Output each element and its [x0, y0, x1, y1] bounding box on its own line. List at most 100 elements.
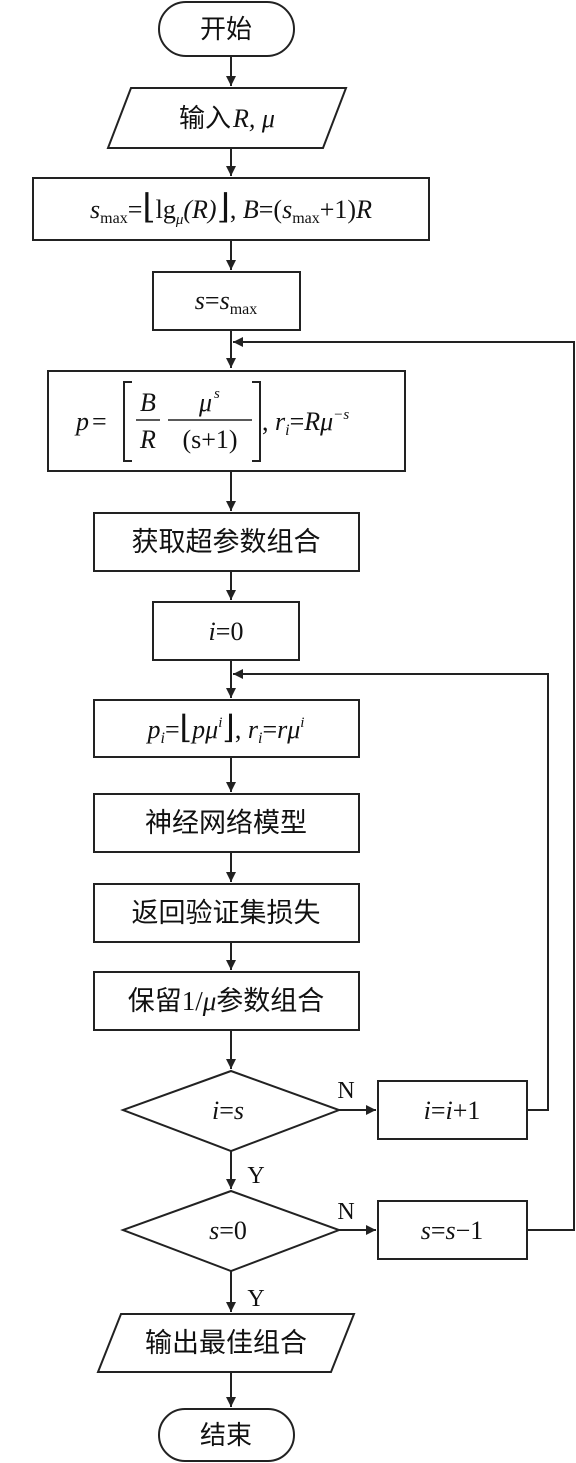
pi-p: p — [146, 715, 161, 744]
edge-label-no-s: N — [337, 1199, 354, 1225]
inc-i-i2: i — [446, 1096, 453, 1125]
start-label: 开始 — [200, 15, 252, 44]
nn-model-label: 神经网络模型 — [145, 808, 307, 838]
edge-label-yes-s: Y — [247, 1286, 264, 1312]
p-r: r — [275, 407, 286, 436]
edge-label-yes-i: Y — [247, 1163, 264, 1189]
set-i-label: i=0 — [209, 617, 244, 646]
pi-rmu: rμ — [277, 715, 300, 744]
pi-sub-i2: i — [258, 730, 262, 747]
p-mu2: μ — [319, 407, 333, 436]
edge-inc-loop — [233, 669, 549, 1111]
output-label: 输出最佳组合 — [145, 1328, 307, 1358]
pi-pmu: pμ — [190, 715, 218, 744]
inc-i-plus: +1 — [453, 1096, 481, 1125]
keep-prefix: 保留1/ — [128, 986, 203, 1016]
dec-s-minus: −1 — [456, 1216, 484, 1245]
inc-i-i: i — [424, 1096, 431, 1125]
input-vars: R, μ — [232, 104, 275, 133]
pi-sup-i2: i — [300, 715, 304, 731]
edge-label-no-i: N — [337, 1078, 354, 1104]
smax-argR: (R) — [183, 195, 216, 224]
smax-B: B — [243, 195, 259, 224]
p-floor-right — [252, 381, 261, 462]
smax-eq: = — [128, 195, 143, 224]
inc-i-label: i=i+1 — [424, 1096, 481, 1125]
smax-sub: max — [100, 210, 128, 227]
p-R2: R — [303, 407, 320, 436]
cond-s-s: s — [209, 1216, 219, 1245]
p-var: p — [74, 407, 89, 436]
smax-eq2: =( — [259, 195, 282, 224]
cond-i-label: i=s — [212, 1096, 244, 1125]
compute-pi-node: pi=⌊pμi⌋, ri=rμi — [93, 699, 360, 758]
smax-R: R — [355, 195, 372, 224]
p-ri-expr: , ri=Rμ−s — [262, 407, 349, 439]
smax-s: s — [90, 195, 100, 224]
smax-lg: lg — [156, 195, 176, 224]
cond-i-node: i=s — [120, 1069, 342, 1153]
input-prefix: 输入 — [179, 104, 231, 133]
smax-s2: s — [282, 195, 292, 224]
p-frac1-num: B — [140, 388, 156, 417]
pi-eq: = — [165, 715, 180, 744]
cond-s-label: s=0 — [209, 1216, 247, 1245]
set-i-node: i=0 — [152, 601, 300, 661]
dec-s-eq: = — [431, 1216, 446, 1245]
set-s-sub: max — [230, 301, 258, 318]
edges — [226, 56, 575, 1407]
smax-mu: μ — [175, 212, 184, 228]
start-node: 开始 — [158, 1, 295, 57]
get-combos-label: 获取超参数组合 — [132, 527, 321, 557]
smax-sub2: max — [292, 210, 320, 227]
smax-lbr: ⌊ — [142, 189, 155, 226]
p-frac1-den: R — [139, 425, 156, 454]
p-frac2-sup: s — [214, 386, 220, 402]
set-i-i: i — [209, 617, 216, 646]
input-label: 输入R, μ — [179, 104, 275, 133]
set-i-eq: =0 — [216, 617, 244, 646]
smax-node: smax=⌊lgμ(R)⌋, B=(smax+1)R — [32, 177, 430, 241]
pi-sep: , — [235, 715, 248, 744]
output-node: 输出最佳组合 — [96, 1313, 356, 1373]
p-eq2: = — [290, 407, 305, 436]
pi-label: pi=⌊pμi⌋, ri=rμi — [146, 709, 305, 747]
p-frac2-den: (s+1) — [182, 425, 237, 454]
pi-sup-i: i — [218, 715, 222, 731]
pi-rbr: ⌋ — [222, 709, 234, 745]
nn-model-node: 神经网络模型 — [93, 793, 360, 853]
p-sup-neg-s: −s — [333, 407, 349, 423]
set-s-label: s=smax — [195, 286, 257, 318]
p-frac2-mu: μ — [198, 388, 212, 417]
smax-rbr: ⌋ — [217, 189, 230, 226]
smax-sep: , — [230, 195, 243, 224]
p-eq: = — [92, 407, 107, 436]
cond-s-node: s=0 — [120, 1189, 342, 1273]
dec-s-node: s=s−1 — [377, 1200, 528, 1260]
dec-s-s2: s — [446, 1216, 456, 1245]
keep-label: 保留1/μ参数组合 — [128, 986, 325, 1016]
end-node: 结束 — [158, 1408, 295, 1462]
end-label: 结束 — [200, 1421, 252, 1450]
inc-i-node: i=i+1 — [377, 1080, 528, 1140]
pi-eq2: = — [262, 715, 277, 744]
set-s-s: s — [195, 286, 205, 315]
pi-lbr: ⌊ — [180, 709, 192, 745]
return-loss-node: 返回验证集损失 — [93, 883, 360, 943]
cond-s-eq: =0 — [219, 1216, 247, 1245]
compute-p-node: p = B R μ s (s+1) , ri=Rμ−s — [47, 370, 406, 472]
set-s-node: s=smax — [152, 271, 301, 331]
p-floor-left — [123, 381, 132, 462]
get-combos-node: 获取超参数组合 — [93, 512, 360, 572]
dec-s-s: s — [421, 1216, 431, 1245]
smax-label: smax=⌊lgμ(R)⌋, B=(smax+1)R — [90, 189, 372, 228]
pi-sub-i: i — [161, 730, 165, 747]
smax-plus: +1) — [320, 195, 356, 224]
inc-i-eq: = — [431, 1096, 446, 1125]
cond-i-eq: = — [219, 1096, 234, 1125]
p-sep: , — [262, 407, 275, 436]
input-node: 输入R, μ — [106, 87, 348, 149]
cond-i-s: s — [234, 1096, 244, 1125]
set-s-s2: s — [220, 286, 230, 315]
